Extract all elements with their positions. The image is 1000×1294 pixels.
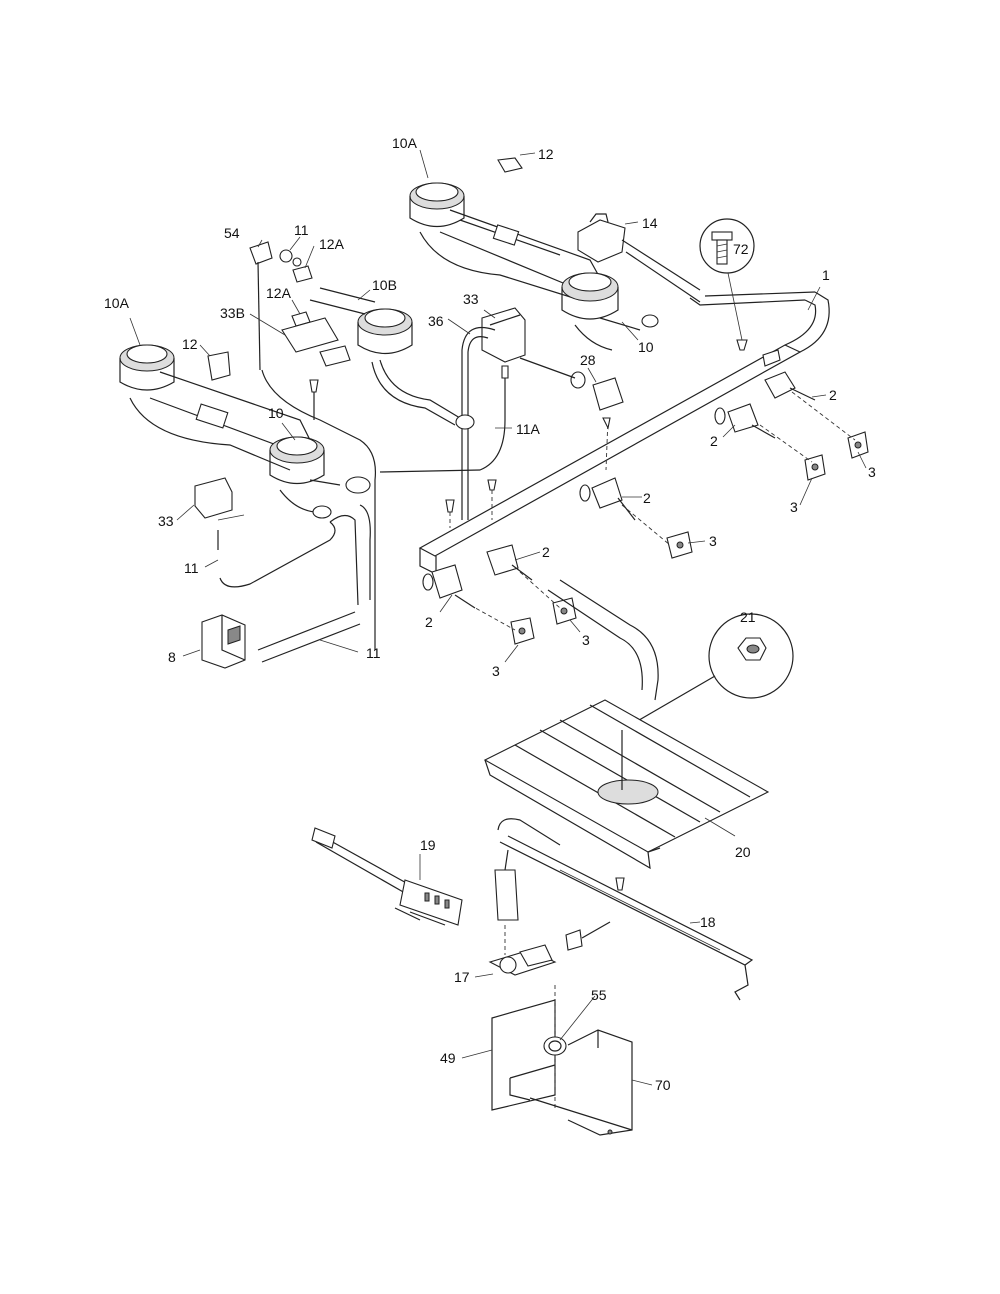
callout-2: 2 <box>829 387 837 403</box>
callout-2: 2 <box>643 490 651 506</box>
callout-2: 2 <box>542 544 550 560</box>
bracket-70 <box>529 1029 633 1136</box>
leader-lines <box>129 149 867 1086</box>
callout-2: 2 <box>710 433 718 449</box>
bracket-18 <box>499 835 754 1001</box>
callout-11: 11 <box>184 560 199 576</box>
callout-28: 28 <box>580 352 596 368</box>
bracket-33b <box>281 317 351 420</box>
callout-10: 10 <box>638 339 654 355</box>
gas-pipe-vertical <box>547 579 659 701</box>
callout-33b: 33B <box>220 305 245 321</box>
burner-10a-top <box>409 182 601 301</box>
callout-54: 54 <box>224 225 240 241</box>
orifice-11-top <box>279 249 302 267</box>
callout-49: 49 <box>440 1050 456 1066</box>
burner-10b <box>309 287 475 430</box>
callout-70: 70 <box>655 1077 671 1093</box>
callout-12a: 12A <box>319 236 345 252</box>
callout-33: 33 <box>158 513 174 529</box>
callout-21: 21 <box>740 609 756 625</box>
callout-10b: 10B <box>372 277 397 293</box>
bracket-33-left <box>194 477 245 550</box>
ignitor-19 <box>311 827 463 926</box>
callout-20: 20 <box>735 844 751 860</box>
callout-12a: 12A <box>266 285 292 301</box>
callout-33: 33 <box>463 291 479 307</box>
nut-21-inset <box>621 613 794 731</box>
module-8 <box>201 614 246 669</box>
callout-11: 11 <box>366 645 381 661</box>
screws-mid <box>445 479 497 528</box>
baffle-20 <box>483 699 770 870</box>
manifold-pipe <box>418 291 830 575</box>
callout-19: 19 <box>420 837 436 853</box>
callout-3: 3 <box>790 499 798 515</box>
bracket-12a-a <box>292 265 313 283</box>
tube-11-mid <box>219 514 359 606</box>
callout-72: 72 <box>733 241 749 257</box>
callout-3: 3 <box>492 663 500 679</box>
callout-3: 3 <box>582 632 590 648</box>
tube-11-low <box>257 504 371 663</box>
burner-10-right <box>561 272 659 351</box>
burner-10a-left <box>119 344 311 471</box>
callout-1: 1 <box>822 267 830 283</box>
callout-12: 12 <box>182 336 198 352</box>
bracket-49 <box>491 985 556 1111</box>
callout-labels: 12 10A 14 72 1 54 11 12A 10B 12A 33B 33 … <box>104 135 876 1093</box>
bracket-33-mid <box>481 307 526 363</box>
callout-11: 11 <box>294 222 309 238</box>
valve-28 <box>519 357 624 471</box>
valve-group-right <box>714 349 869 481</box>
screw-72-inset <box>699 218 755 351</box>
bracket-12-top <box>497 157 523 173</box>
tube-36 <box>379 326 509 520</box>
callout-2: 2 <box>425 614 433 630</box>
regulator-14 <box>577 213 701 303</box>
callout-10a: 10A <box>392 135 418 151</box>
callout-14: 14 <box>642 215 658 231</box>
callout-55: 55 <box>591 987 607 1003</box>
burner-10-left <box>269 436 371 519</box>
callout-10: 10 <box>268 405 284 421</box>
callout-36: 36 <box>428 313 444 329</box>
callout-8: 8 <box>168 649 176 665</box>
callout-17: 17 <box>454 969 470 985</box>
callout-12: 12 <box>538 146 554 162</box>
callout-11a: 11A <box>516 421 541 437</box>
orifice-holder-17 <box>488 818 611 976</box>
clip-54 <box>249 241 377 650</box>
callout-18: 18 <box>700 914 716 930</box>
callout-10a: 10A <box>104 295 130 311</box>
valve-group-center <box>422 477 693 645</box>
bracket-12-left <box>207 351 231 381</box>
callout-3: 3 <box>868 464 876 480</box>
clamp-55 <box>543 1036 567 1056</box>
callout-3: 3 <box>709 533 717 549</box>
